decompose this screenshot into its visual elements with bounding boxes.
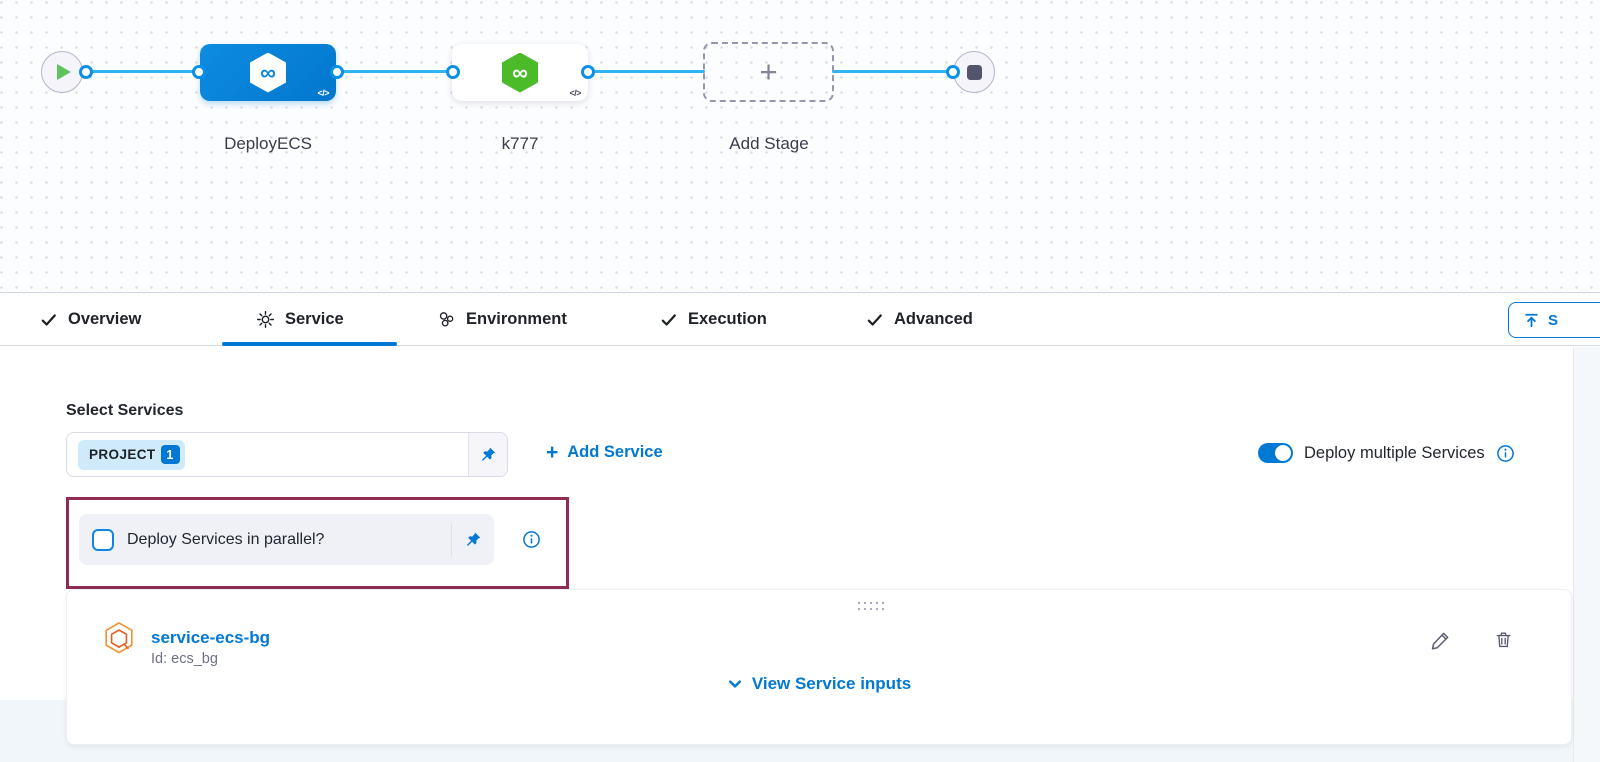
add-stage-node[interactable]: + [703,42,834,102]
chevron-down-icon [728,680,741,688]
pipeline-edge [336,70,454,73]
field-divider [451,522,452,557]
edge-port [581,65,595,79]
deploy-multiple-group: Deploy multiple Services [1258,443,1515,463]
stop-icon [966,64,982,80]
tab-label: Environment [466,310,567,328]
tab-advanced[interactable]: Advanced [866,294,973,345]
save-button[interactable]: S [1508,302,1600,338]
plus-icon: + [546,441,559,464]
deploy-multiple-toggle[interactable] [1258,443,1293,463]
check-icon [867,313,882,326]
edge-port [946,65,960,79]
harness-logo-icon: ∞ [250,52,286,93]
add-service-button[interactable]: + Add Service [546,442,663,463]
pipeline-edge [832,70,954,73]
select-services-label: Select Services [66,402,184,419]
pin-icon [481,447,496,461]
services-select-input[interactable]: PROJECT 1 [66,432,508,477]
info-icon[interactable] [522,530,541,549]
deploy-multiple-label: Deploy multiple Services [1304,443,1485,462]
active-tab-indicator [222,342,397,346]
plus-icon: + [759,54,778,89]
service-name-link[interactable]: service-ecs-bg [151,628,271,647]
harness-logo-icon: ∞ [502,52,538,93]
page-gutter [1573,347,1600,762]
pipeline-canvas: ∞ </> ∞ </> + DeployECS k777 Add Stage [0,0,1600,293]
stage-label-k777: k777 [501,134,539,153]
drag-handle[interactable] [856,600,886,612]
tag-count-badge: 1 [160,445,180,464]
stage-config-tabbar: Overview Service Environment [0,294,1600,346]
code-icon: </> [317,88,329,98]
view-service-inputs-toggle[interactable]: View Service inputs [67,674,1571,694]
stage-node-k777[interactable]: ∞ </> [452,44,588,101]
view-inputs-label: View Service inputs [751,674,912,693]
edge-port [330,65,344,79]
check-icon [661,313,676,326]
project-tag: PROJECT 1 [78,439,185,470]
deploy-parallel-checkbox[interactable] [92,528,114,551]
edge-port [79,65,93,79]
service-id-text: Id: ecs_bg [151,651,218,667]
tab-label: Execution [688,310,767,328]
service-card: service-ecs-bg Id: ecs_bg [66,589,1572,745]
tab-label: Service [285,310,344,328]
pin-runtime-input-button[interactable] [452,531,494,549]
pipeline-edge [84,70,200,73]
toggle-knob [1275,445,1291,461]
gear-icon [256,310,275,329]
code-icon: </> [569,88,581,98]
info-icon[interactable] [1496,444,1515,463]
upload-icon [1525,313,1538,327]
tab-execution[interactable]: Execution [660,294,767,345]
selected-services: PROJECT 1 [67,439,468,470]
deploy-parallel-field: Deploy Services in parallel? [79,514,494,565]
delete-icon[interactable] [1493,629,1514,650]
check-icon [41,313,56,326]
service-hexagon-icon [105,622,133,654]
save-button-label: S [1548,311,1559,329]
service-tab-content: Select Services PROJECT 1 + Add Service [0,347,1600,762]
add-service-label: Add Service [567,443,663,461]
stage-label-add-stage: Add Stage [729,134,809,153]
annotation-highlight-box: Deploy Services in parallel? [66,497,569,589]
tab-label: Overview [68,310,142,328]
pin-runtime-input-button[interactable] [468,433,507,476]
stage-node-deployecs[interactable]: ∞ </> [200,44,336,101]
pipeline-start-node[interactable] [41,51,83,93]
project-tag-label: PROJECT [89,447,156,462]
stage-label-deployecs: DeployECS [224,134,312,153]
edge-port [192,65,206,79]
tab-service[interactable]: Service [256,294,344,345]
deploy-parallel-label: Deploy Services in parallel? [127,530,325,548]
tab-label: Advanced [894,310,973,328]
pin-icon [466,532,481,546]
pipeline-edge [588,70,705,73]
edit-icon[interactable] [1430,630,1451,651]
tab-overview[interactable]: Overview [40,294,141,345]
edge-port [446,65,460,79]
tab-environment[interactable]: Environment [437,294,567,345]
pipeline-end-node[interactable] [953,51,995,93]
play-icon [57,64,71,80]
environment-icon [439,312,454,327]
